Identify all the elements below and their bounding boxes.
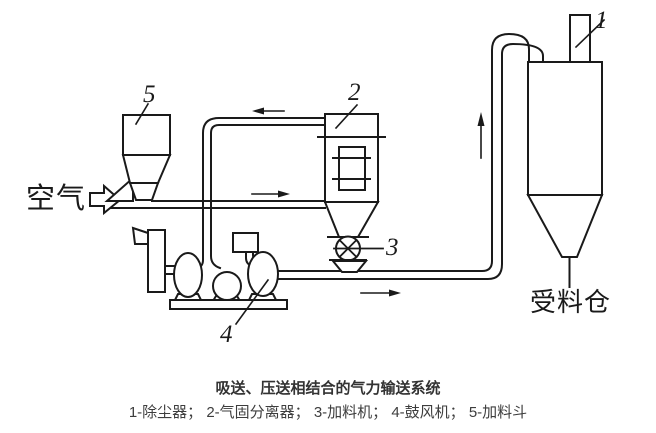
part-label-feeder: 3 [386,234,399,261]
blower-shape [131,226,288,310]
part-label-separator: 2 [348,79,361,106]
part-label-blower: 4 [220,321,233,348]
flow-arrow-up [477,112,485,159]
figure-caption: 吸送、压送相结合的气力输送系统 [0,377,656,398]
air-inlet-arrow [89,183,122,216]
separator-shape [317,113,386,238]
feed-hopper-shape [121,114,172,201]
suction-pipe [106,200,326,209]
rotary-feeder-shape [327,235,384,273]
flow-arrow-left [252,107,285,115]
figure-legend: 1-除尘器； 2-气固分离器； 3-加料机； 4-鼓风机； 5-加料斗 [128,404,528,421]
part-label-dust-collector: 1 [595,7,608,34]
pressure-pipe [275,32,544,280]
flow-arrow-right-pressure [360,289,401,297]
air-inlet-label: 空气 [26,183,87,215]
leader-lines [134,18,606,326]
dust-collector-shape [569,14,591,63]
receiving-bin-shape [526,61,604,288]
receiving-bin-label: 受料仓 [530,288,612,317]
part-label-feed-hopper: 5 [143,81,156,108]
flow-arrow-right-suction [251,190,290,198]
figure-title: 吸送、压送相结合的气力输送系统 [215,380,441,397]
